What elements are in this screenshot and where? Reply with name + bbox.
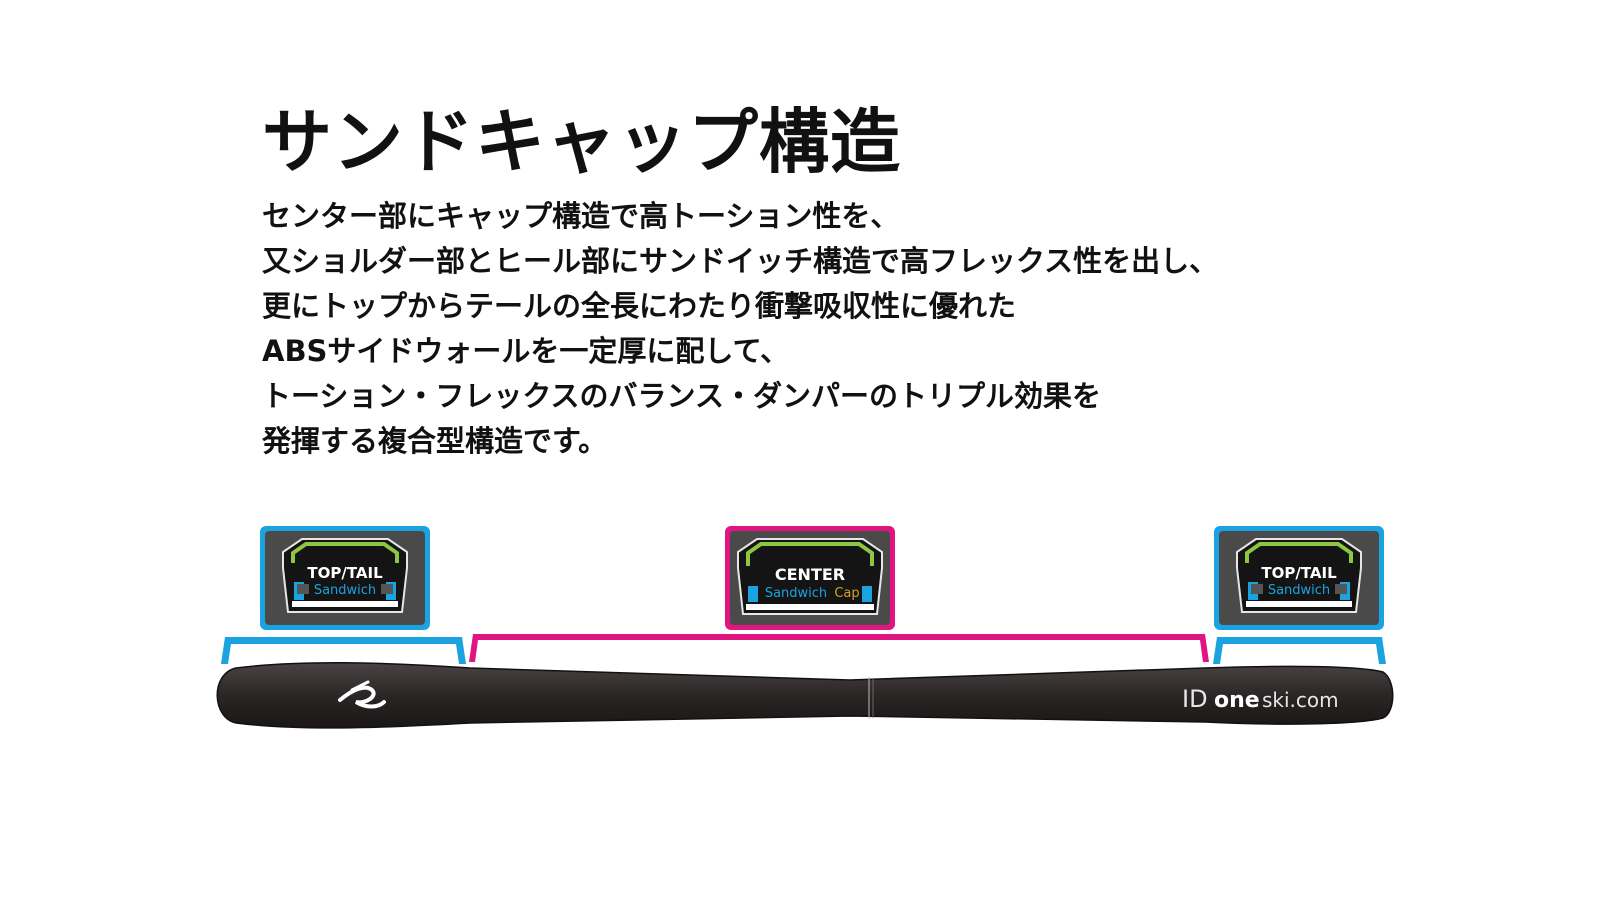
ski-brand-id: ID — [1182, 685, 1208, 713]
ski-brand-one: one — [1214, 688, 1260, 713]
description-line-2: 又ショルダー部とヒール部にサンドイッチ構造で高フレックス性を出し、 — [262, 244, 1219, 278]
left-badge-line2: Sandwich — [314, 583, 376, 598]
description-line-5: トーション・フレックスのバランス・ダンパーのトリプル効果を — [262, 379, 1101, 413]
right-sandwich-bracket — [1213, 637, 1386, 664]
description-block: センター部にキャップ構造で高トーション性を、 又ショルダー部とヒール部にサンドイ… — [262, 194, 1218, 464]
page-title: サンドキャップ構造 — [262, 101, 901, 183]
top-tail-sandwich-badge-right: TOP/TAIL Sandwich — [1214, 526, 1384, 630]
right-badge-line2: Sandwich — [1268, 583, 1330, 598]
description-line-1: センター部にキャップ構造で高トーション性を、 — [262, 199, 900, 233]
id-one-swirl-logo-icon — [338, 680, 386, 709]
ski-body: ID one ski.com — [216, 661, 1394, 729]
left-badge-line1: TOP/TAIL — [307, 564, 383, 582]
center-sandwich-cap-badge: CENTER Sandwich Cap — [725, 526, 895, 630]
center-cap-bracket — [469, 634, 1209, 662]
description-line-6: 発揮する複合型構造です。 — [262, 424, 608, 458]
top-tail-sandwich-badge-left: TOP/TAIL Sandwich — [260, 526, 430, 630]
description-line-3: 更にトップからテールの全長にわたり衝撃吸収性に優れた — [262, 289, 1017, 323]
left-sandwich-bracket — [221, 637, 466, 664]
description-line-4: ABSサイドウォールを一定厚に配して、 — [262, 334, 790, 368]
center-badge-line2b: Cap — [834, 586, 859, 601]
center-badge-line2a: Sandwich — [765, 586, 827, 601]
right-badge-line1: TOP/TAIL — [1261, 564, 1337, 582]
ski-brand-domain: ski.com — [1262, 688, 1339, 712]
center-badge-line1: CENTER — [775, 565, 845, 584]
